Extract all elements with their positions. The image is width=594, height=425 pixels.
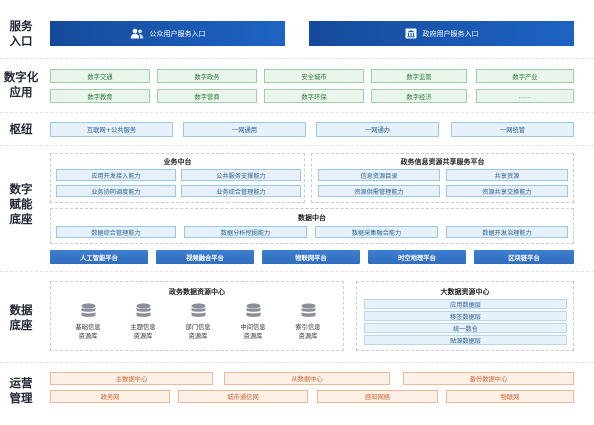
ops-network-cell[interactable]: 政务网 — [50, 390, 170, 403]
platform-cell[interactable]: 视频融合平台 — [156, 250, 254, 264]
bigdata-layer[interactable]: 统一数仓 — [364, 323, 567, 333]
app-cell[interactable]: 数字教育 — [50, 89, 150, 103]
hub-cell[interactable]: 一网通办 — [316, 122, 439, 137]
datacenter-title: 数据中台 — [298, 214, 326, 222]
business-cell[interactable]: 业务协同调度能力 — [56, 185, 176, 197]
ops-network-cell[interactable]: 物联网 — [446, 390, 574, 403]
row-label-empower-line3: 底座 — [9, 211, 33, 226]
business-title: 业务中台 — [163, 158, 192, 166]
row-label-apps-line1: 数字化 — [3, 70, 39, 84]
db-label: 中间信息资源库 — [240, 324, 266, 340]
row-label-database: 数据 底座 — [0, 302, 42, 334]
db-resource-index[interactable]: 索引信息资源库 — [288, 303, 328, 341]
row-label-entry-line2: 入口 — [9, 34, 33, 48]
hub-cell[interactable]: 一网通用 — [183, 122, 306, 137]
row-label-hub-line1: 枢纽 — [9, 121, 33, 136]
share-cell[interactable]: 信息资源目录 — [318, 169, 440, 181]
datacenter-cell[interactable]: 数据开发治理能力 — [446, 226, 568, 238]
app-cell[interactable]: 数字交通 — [50, 69, 150, 83]
app-cell[interactable]: 数字产业 — [476, 69, 574, 83]
db-label: 基础信息资源库 — [75, 324, 101, 340]
ops-network-cell[interactable]: 感知网络 — [317, 390, 438, 403]
db-label: 主题信息资源库 — [130, 324, 156, 340]
app-cell[interactable]: 数字监管 — [371, 69, 467, 83]
share-title: 政务信息资源共享服务平台 — [400, 158, 485, 166]
db-label: 部门信息资源库 — [185, 324, 211, 340]
bigdata-layer[interactable]: 贴源数据层 — [364, 335, 567, 345]
ops-datacenter-cell[interactable]: 主数据中心 — [50, 372, 213, 385]
public-entry-label: 公众用户服务入口 — [149, 29, 206, 38]
database-icon — [191, 303, 205, 317]
row-label-apps-line2: 应用 — [9, 85, 33, 99]
business-cell[interactable]: 公共服务支撑能力 — [181, 169, 301, 181]
separator — [0, 58, 594, 59]
gov-entry-button[interactable]: 政府用户服务入口 — [309, 21, 574, 46]
database-icon — [246, 303, 260, 317]
ops-datacenter-cell[interactable]: 备份数据中心 — [403, 372, 574, 385]
users-icon — [130, 28, 143, 39]
row-label-ops-line1: 运营 — [9, 376, 33, 390]
db-label: 索引信息资源库 — [295, 324, 321, 340]
gov-entry-label: 政府用户服务入口 — [422, 29, 479, 38]
govdata-title: 政务数据资源中心 — [169, 288, 225, 296]
separator — [0, 145, 594, 146]
row-label-empower-line2: 赋能 — [9, 196, 33, 211]
row-label-entry: 服务 入口 — [0, 18, 42, 50]
db-resource-dept[interactable]: 部门信息资源库 — [178, 303, 218, 341]
row-label-database-line2: 底座 — [9, 318, 33, 332]
share-cell[interactable]: 共享资源 — [446, 169, 568, 181]
app-cell[interactable]: 数字营商 — [157, 89, 257, 103]
row-label-hub: 枢纽 — [0, 121, 42, 137]
platform-cell[interactable]: 物联网平台 — [262, 250, 360, 264]
bigdata-layer[interactable]: 应用数据层 — [364, 299, 567, 309]
datacenter-cell[interactable]: 数据分析挖掘能力 — [184, 226, 307, 238]
row-label-empower-line1: 数字 — [9, 181, 33, 196]
row-label-empower: 数字 赋能 底座 — [0, 180, 42, 228]
share-cell[interactable]: 资源共享交换能力 — [446, 185, 568, 197]
app-cell[interactable]: 数字政务 — [157, 69, 257, 83]
app-cell[interactable]: 安全城市 — [264, 69, 364, 83]
separator — [0, 362, 594, 363]
app-cell[interactable]: …… — [476, 89, 574, 103]
database-icon — [81, 303, 95, 317]
platform-cell[interactable]: 人工智能平台 — [50, 250, 148, 264]
ops-network-cell[interactable]: 城市通信网 — [178, 390, 308, 403]
row-label-ops-line2: 管理 — [9, 391, 33, 405]
business-cell[interactable]: 应用开发接入能力 — [56, 169, 176, 181]
row-label-apps: 数字化 应用 — [0, 69, 42, 101]
public-entry-button[interactable]: 公众用户服务入口 — [50, 21, 285, 46]
govdata-panel: 政务数据资源中心 — [50, 281, 344, 351]
hub-cell[interactable]: 互联网+公共服务 — [50, 122, 173, 137]
platform-cell[interactable]: 时空地理平台 — [368, 250, 466, 264]
hub-cell[interactable]: 一网统管 — [451, 122, 574, 137]
database-icon — [301, 303, 315, 317]
datacenter-cell[interactable]: 数据综合管理能力 — [56, 226, 176, 238]
platform-cell[interactable]: 区块链平台 — [474, 250, 574, 264]
row-label-entry-line1: 服务 — [9, 19, 33, 33]
db-resource-middle[interactable]: 中间信息资源库 — [233, 303, 273, 341]
ops-datacenter-cell[interactable]: 从数据中心 — [224, 372, 390, 385]
share-cell[interactable]: 资源供需管理能力 — [318, 185, 440, 197]
app-cell[interactable]: 数字经济 — [371, 89, 467, 103]
db-resource-base[interactable]: 基础信息资源库 — [68, 303, 108, 341]
separator — [0, 271, 594, 272]
db-resource-theme[interactable]: 主题信息资源库 — [123, 303, 163, 341]
separator — [0, 112, 594, 113]
row-label-ops: 运营 管理 — [0, 375, 42, 407]
app-cell[interactable]: 数字环保 — [264, 89, 364, 103]
datacenter-cell[interactable]: 数据采集融合能力 — [315, 226, 438, 238]
business-cell[interactable]: 业务综合管理能力 — [181, 185, 301, 197]
bigdata-layer[interactable]: 移签数据层 — [364, 311, 567, 321]
database-icon — [136, 303, 150, 317]
row-label-database-line1: 数据 — [9, 303, 33, 317]
government-building-icon — [405, 28, 416, 39]
bigdata-title: 大数据资源中心 — [440, 288, 490, 296]
